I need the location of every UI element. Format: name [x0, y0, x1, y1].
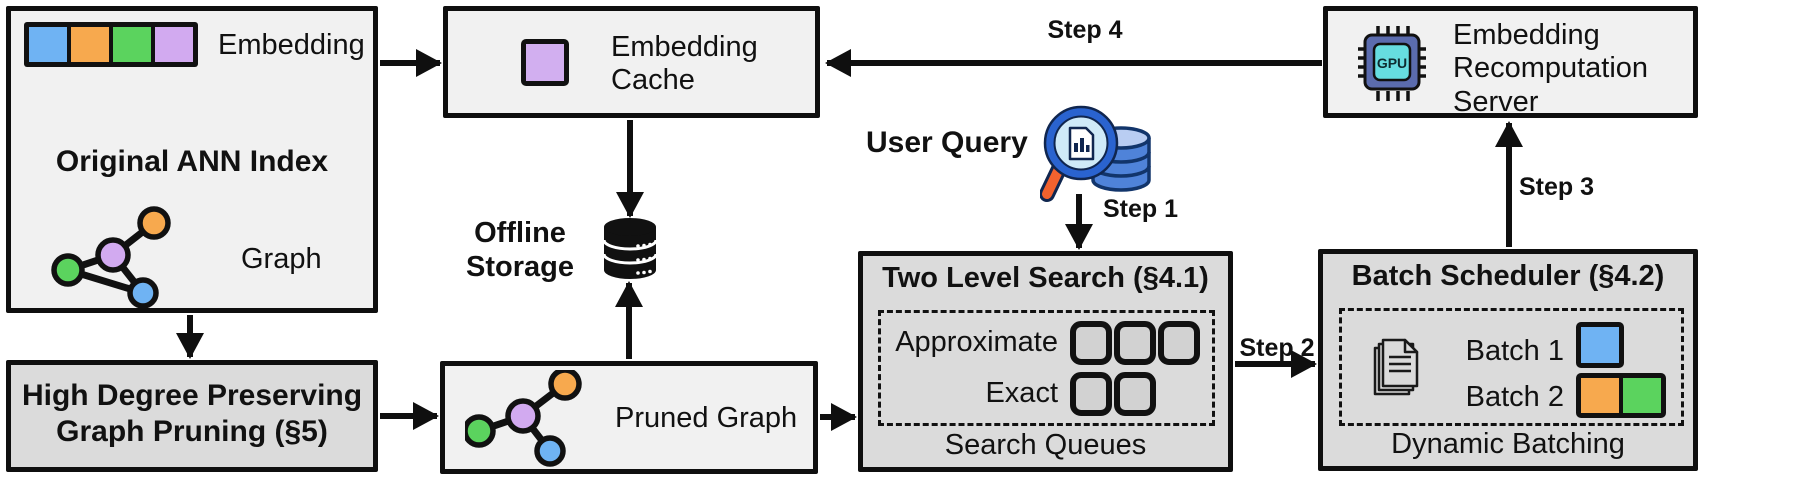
search-queues-panel: Approximate Exact [878, 310, 1215, 426]
query-document-glyph [1068, 126, 1095, 161]
cached-embedding-icon [521, 39, 569, 86]
step-1-label: Step 1 [1103, 195, 1179, 223]
offline-storage-line2: Storage [466, 251, 574, 283]
original-ann-index-box: Embedding Original ANN Index Graph [6, 6, 378, 313]
pruned-graph-label: Pruned Graph [615, 402, 798, 434]
graph-pruning-box: High Degree Preserving Graph Pruning (§5… [6, 360, 378, 472]
queue-slot [1070, 320, 1112, 365]
embedding-cache-box: Embedding Cache [443, 6, 820, 118]
gpu-chip-icon: GPU [1358, 26, 1426, 101]
queue-slot [1158, 320, 1200, 365]
dynamic-batching-caption: Dynamic Batching [1391, 428, 1625, 460]
database-icon [602, 218, 658, 279]
offline-storage-label: Offline Storage [450, 216, 590, 284]
ann-index-title: Original ANN Index [55, 145, 329, 178]
batch-1-label: Batch 1 [1465, 335, 1564, 367]
batch-2-cell-green [1623, 378, 1661, 413]
embedding-label: Embedding [218, 29, 365, 61]
pruned-graph-icon [465, 370, 582, 467]
embedding-cache-label-line2: Cache [611, 64, 695, 97]
documents-icon [1373, 338, 1419, 396]
exact-queue-row: Exact [889, 371, 1204, 416]
embedding-cache-label-line1: Embedding [611, 31, 758, 63]
embedding-vector-icon [24, 22, 198, 67]
graph-pruning-title-line1: High Degree Preserving [21, 379, 363, 412]
batch-1-square [1576, 322, 1624, 368]
server-label-line2: Recomputation [1453, 52, 1649, 85]
embedding-cell-orange [71, 27, 109, 62]
batch-2-cell-orange [1581, 378, 1619, 413]
batch-2-label: Batch 2 [1465, 381, 1564, 413]
two-level-search-title: Two Level Search (§4.1) [882, 262, 1209, 294]
embedding-cell-blue [29, 27, 67, 62]
user-query-label: User Query [866, 126, 1028, 159]
server-label-line1: Embedding [1453, 19, 1600, 51]
batch-scheduler-title: Batch Scheduler (§4.2) [1351, 260, 1665, 292]
server-label-line3: Server [1453, 85, 1539, 118]
recomputation-server-box: GPU Embedding Recomputation Server [1323, 6, 1698, 118]
magnifier-query-icon [1040, 105, 1151, 202]
embedding-cell-green [113, 27, 151, 62]
graph-pruning-title-line2: Graph Pruning (§5) [56, 415, 328, 448]
gpu-chip-text: GPU [1377, 55, 1407, 71]
batch-scheduler-box: Batch Scheduler (§4.2) Batch 1 Ba [1318, 249, 1698, 471]
queue-slot [1114, 320, 1156, 365]
pruned-graph-box: Pruned Graph [440, 361, 818, 474]
step-2-label: Step 2 [1239, 334, 1315, 362]
graph-label: Graph [241, 243, 322, 275]
exact-label: Exact [985, 377, 1058, 409]
batch-2-squares [1576, 373, 1666, 418]
two-level-search-box: Two Level Search (§4.1) Approximate Exac… [858, 251, 1233, 472]
graph-icon [51, 206, 171, 309]
offline-storage-line1: Offline [474, 217, 566, 249]
queue-slot [1070, 371, 1112, 416]
step-4-label: Step 4 [1047, 16, 1123, 44]
step-3-label: Step 3 [1519, 173, 1595, 201]
queue-slot [1114, 371, 1156, 416]
approximate-queue-row: Approximate [889, 320, 1204, 365]
embedding-cell-purple [155, 27, 193, 62]
search-queues-caption: Search Queues [944, 429, 1147, 461]
approximate-label: Approximate [895, 326, 1058, 358]
dynamic-batching-panel: Batch 1 Batch 2 [1339, 308, 1684, 426]
